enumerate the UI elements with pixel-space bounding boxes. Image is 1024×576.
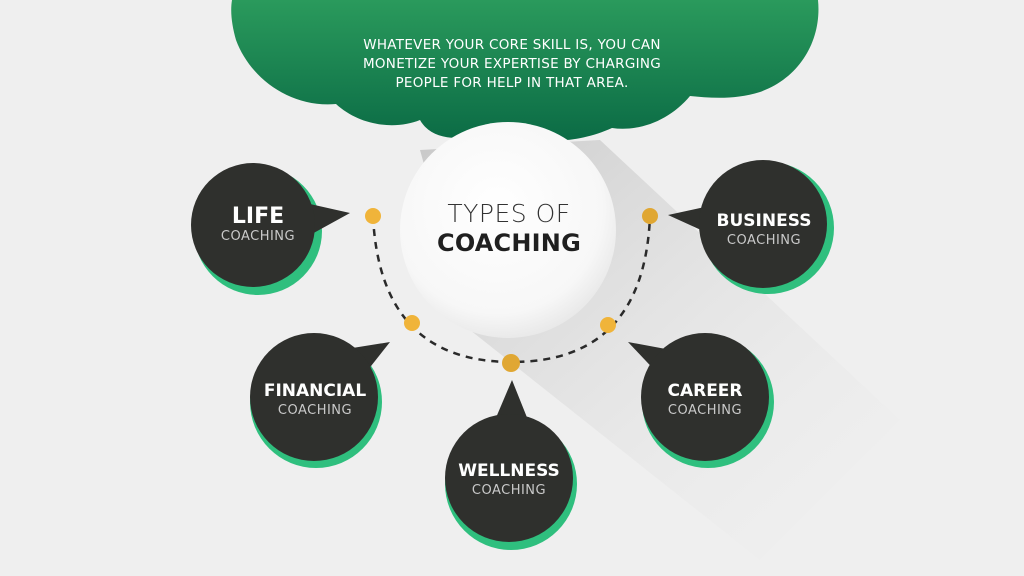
connector-dot-financial [404,315,420,331]
node-wellness-subtitle: COACHING [471,483,547,498]
center-title-line1: TYPES OF [447,199,571,228]
node-financial-title: FINANCIAL [263,381,367,401]
node-career-subtitle: COACHING [667,403,743,418]
connector-arc [371,215,652,364]
node-life-title: LIFE [231,204,285,229]
connector-dot-career [600,317,616,333]
node-life-subtitle: COACHING [220,229,296,244]
career-node-shape [628,333,774,468]
node-career-title: CAREER [667,381,743,401]
wellness-node-shape [445,380,577,550]
node-financial-subtitle: COACHING [277,403,353,418]
cloud-caption-line: PEOPLE FOR HELP IN THAT AREA. [395,75,629,91]
connector-dot-life [365,208,381,224]
center-title: TYPES OF COACHING [404,200,614,258]
connector-dot-business [642,208,658,224]
node-financial: FINANCIAL COACHING [230,379,400,419]
node-business-subtitle: COACHING [726,233,802,248]
center-title-line2: COACHING [437,229,581,257]
center-circle [400,122,616,338]
node-wellness: WELLNESS COACHING [424,459,594,499]
cloud-caption-line: MONETIZE YOUR EXPERTISE BY CHARGING [362,56,662,72]
financial-node-shape [250,333,390,468]
node-life: LIFE COACHING [173,205,343,245]
node-wellness-title: WELLNESS [458,461,560,481]
cloud-caption-line: WHATEVER YOUR CORE SKILL IS, YOU CAN [363,37,661,53]
node-business-title: BUSINESS [716,211,812,231]
node-career: CAREER COACHING [620,379,790,419]
cloud-caption: WHATEVER YOUR CORE SKILL IS, YOU CAN MON… [312,36,712,93]
business-node-shape [668,160,834,294]
connector-dot-wellness [502,354,520,372]
life-node-shape [191,163,350,295]
cloud-bubble [231,0,819,141]
node-business: BUSINESS COACHING [679,209,849,249]
